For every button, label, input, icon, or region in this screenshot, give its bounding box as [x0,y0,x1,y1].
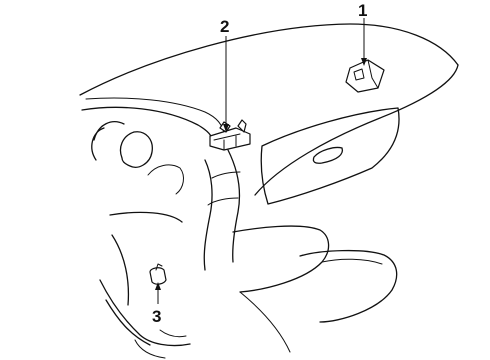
leader-2-arrow [223,124,229,132]
leader-3-arrow [155,282,161,290]
leader-lines [155,18,367,304]
leader-1-arrow [361,58,367,66]
part-1-module [345,59,385,93]
part-2-sensor [209,119,251,151]
part-3-switch [149,263,167,285]
callout-1: 1 [358,1,367,20]
callout-3: 3 [152,307,161,326]
callout-2: 2 [220,17,229,36]
dashboard-outline [79,23,459,359]
